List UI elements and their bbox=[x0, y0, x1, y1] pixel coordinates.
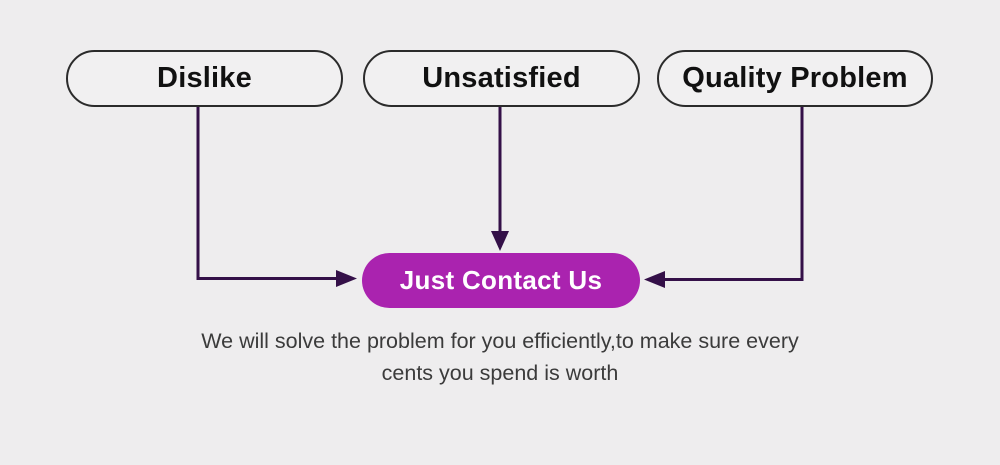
node-quality-problem: Quality Problem bbox=[657, 50, 933, 107]
node-unsatisfied-label: Unsatisfied bbox=[422, 62, 581, 94]
subtitle: We will solve the problem for you effici… bbox=[0, 325, 1000, 389]
contact-us-button[interactable]: Just Contact Us bbox=[362, 253, 640, 308]
arrowhead-down-icon bbox=[491, 231, 509, 251]
subtitle-line-2: cents you spend is worth bbox=[381, 361, 619, 385]
node-unsatisfied: Unsatisfied bbox=[363, 50, 640, 107]
arrowhead-left-icon bbox=[644, 271, 665, 288]
node-dislike-label: Dislike bbox=[157, 62, 252, 94]
arrowhead-right-icon bbox=[336, 270, 357, 287]
node-quality-problem-label: Quality Problem bbox=[682, 62, 908, 94]
contact-us-button-label: Just Contact Us bbox=[399, 265, 603, 295]
subtitle-line-1: We will solve the problem for you effici… bbox=[201, 329, 799, 353]
arrow-line-dislike-to-contact bbox=[196, 105, 337, 280]
arrow-line-quality-to-contact bbox=[664, 105, 804, 281]
node-dislike: Dislike bbox=[66, 50, 343, 107]
